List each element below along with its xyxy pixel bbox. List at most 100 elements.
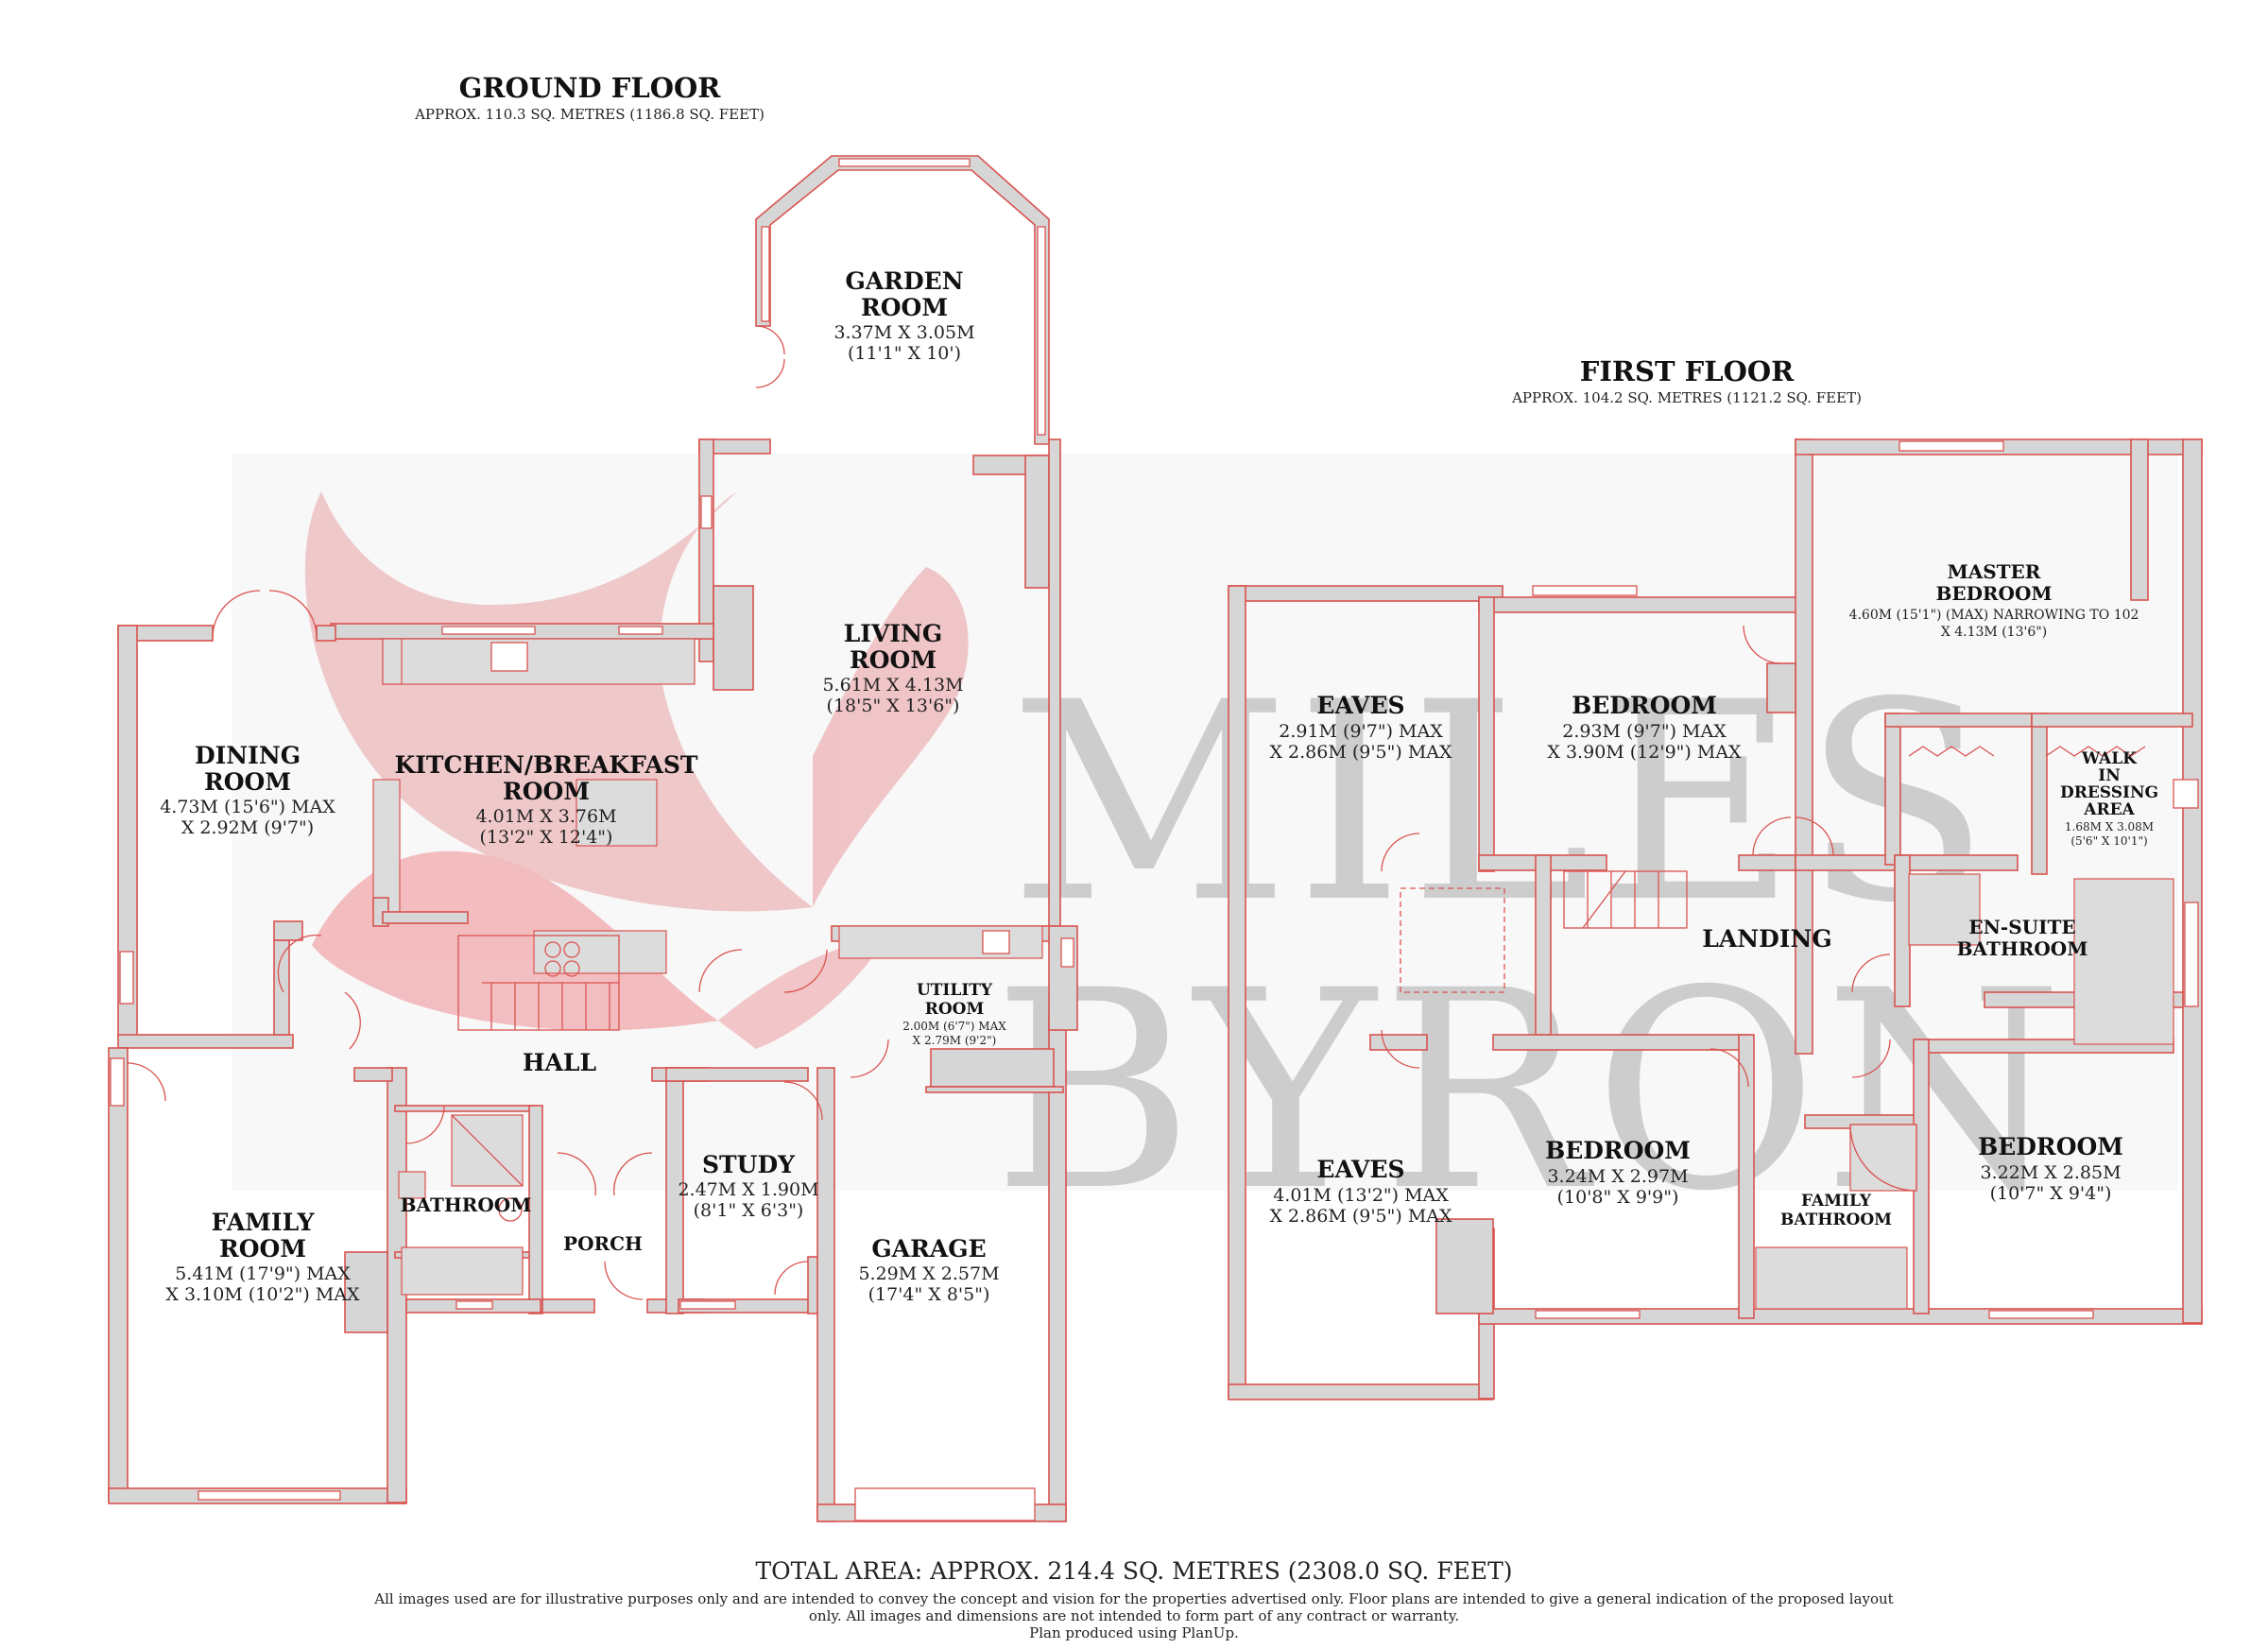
- svg-text:X 4.13M (13'6"): X 4.13M (13'6"): [1941, 625, 2047, 640]
- svg-text:4.01M (13'2") MAX: 4.01M (13'2") MAX: [1273, 1185, 1449, 1206]
- room-porch: PORCH: [563, 1232, 643, 1255]
- room-garden-room: GARDEN ROOM 3.37M X 3.05M (11'1" X 10'): [833, 267, 974, 364]
- room-kitchen: KITCHEN/BREAKFAST ROOM 4.01M X 3.76M (13…: [394, 751, 697, 848]
- svg-text:(5'6" X 10'1"): (5'6" X 10'1"): [2070, 834, 2147, 848]
- svg-text:4.60M (15'1") (MAX) NARROWING: 4.60M (15'1") (MAX) NARROWING TO 102: [1849, 608, 2139, 623]
- svg-text:1.68M X 3.08M: 1.68M X 3.08M: [2065, 820, 2154, 833]
- svg-text:BATHROOM: BATHROOM: [1957, 937, 2088, 960]
- first-floor-title: FIRST FLOOR: [1580, 355, 1795, 387]
- svg-text:ROOM: ROOM: [850, 646, 936, 674]
- svg-text:AREA: AREA: [2083, 800, 2135, 819]
- svg-text:LANDING: LANDING: [1702, 925, 1831, 953]
- svg-text:X 2.79M (9'2"): X 2.79M (9'2"): [913, 1034, 997, 1047]
- svg-text:KITCHEN/BREAKFAST: KITCHEN/BREAKFAST: [394, 751, 697, 779]
- ground-floor-walls: [108, 155, 1078, 1522]
- svg-text:5.29M X 2.57M: 5.29M X 2.57M: [858, 1263, 999, 1284]
- svg-text:BEDROOM: BEDROOM: [1572, 692, 1717, 719]
- first-floor-area: APPROX. 104.2 SQ. METRES (1121.2 SQ. FEE…: [1511, 389, 1862, 406]
- svg-text:(10'7" X 9'4"): (10'7" X 9'4"): [1990, 1183, 2112, 1204]
- room-family-bathroom: FAMILY BATHROOM: [1780, 1192, 1892, 1229]
- room-landing: LANDING: [1702, 925, 1831, 953]
- svg-text:2.93M (9'7") MAX: 2.93M (9'7") MAX: [1562, 721, 1727, 742]
- svg-text:GARAGE: GARAGE: [871, 1235, 986, 1263]
- disclaimer-line-2: only. All images and dimensions are not …: [809, 1607, 1459, 1624]
- room-study: STUDY 2.47M X 1.90M (8'1" X 6'3"): [678, 1151, 818, 1221]
- svg-text:5.41M (17'9") MAX: 5.41M (17'9") MAX: [175, 1263, 351, 1284]
- svg-text:X 2.86M (9'5") MAX: X 2.86M (9'5") MAX: [1269, 742, 1452, 763]
- svg-text:DRESSING: DRESSING: [2060, 783, 2158, 802]
- room-hall: HALL: [523, 1049, 597, 1076]
- svg-text:X 3.10M (10'2") MAX: X 3.10M (10'2") MAX: [165, 1284, 360, 1305]
- svg-text:3.24M X 2.97M: 3.24M X 2.97M: [1547, 1166, 1688, 1187]
- svg-text:EN-SUITE: EN-SUITE: [1968, 916, 2075, 938]
- svg-text:FAMILY: FAMILY: [1801, 1192, 1872, 1211]
- room-family-room: FAMILY ROOM 5.41M (17'9") MAX X 3.10M (1…: [165, 1209, 360, 1305]
- room-eaves-top: EAVES 2.91M (9'7") MAX X 2.86M (9'5") MA…: [1269, 692, 1452, 763]
- svg-text:MASTER: MASTER: [1948, 560, 2041, 583]
- svg-text:IN: IN: [2098, 766, 2121, 785]
- first-floor-walls: [1228, 438, 2203, 1400]
- svg-text:3.22M X 2.85M: 3.22M X 2.85M: [1980, 1162, 2121, 1183]
- svg-text:5.61M X 4.13M: 5.61M X 4.13M: [822, 675, 963, 696]
- svg-text:(17'4" X 8'5"): (17'4" X 8'5"): [868, 1284, 990, 1305]
- room-bathroom: BATHROOM: [401, 1194, 532, 1216]
- svg-text:DINING: DINING: [195, 742, 301, 769]
- room-ensuite: EN-SUITE BATHROOM: [1957, 916, 2088, 960]
- ground-floor-title: GROUND FLOOR: [459, 72, 722, 104]
- svg-text:STUDY: STUDY: [702, 1151, 796, 1178]
- total-area: TOTAL AREA: APPROX. 214.4 SQ. METRES (23…: [755, 1557, 1512, 1585]
- svg-text:UTILITY: UTILITY: [917, 981, 993, 1000]
- room-utility: UTILITY ROOM 2.00M (6'7") MAX X 2.79M (9…: [902, 981, 1006, 1047]
- first-stairs: [1563, 870, 1688, 929]
- room-living-room: LIVING ROOM 5.61M X 4.13M (18'5" X 13'6"…: [822, 620, 963, 716]
- svg-text:PORCH: PORCH: [563, 1232, 643, 1255]
- ground-floor-area: APPROX. 110.3 SQ. METRES (1186.8 SQ. FEE…: [414, 106, 765, 123]
- svg-text:(18'5" X 13'6"): (18'5" X 13'6"): [827, 696, 960, 716]
- room-eaves-bottom: EAVES 4.01M (13'2") MAX X 2.86M (9'5") M…: [1269, 1156, 1452, 1227]
- disclaimer-line-3: Plan produced using PlanUp.: [1029, 1624, 1239, 1641]
- svg-text:ROOM: ROOM: [503, 778, 590, 805]
- svg-text:(10'8" X 9'9"): (10'8" X 9'9"): [1557, 1187, 1679, 1208]
- svg-text:GARDEN: GARDEN: [845, 267, 963, 295]
- svg-text:EAVES: EAVES: [1316, 692, 1404, 719]
- svg-text:EAVES: EAVES: [1316, 1156, 1404, 1183]
- svg-text:4.01M X 3.76M: 4.01M X 3.76M: [475, 806, 616, 827]
- ground-stairs: [457, 935, 620, 1031]
- svg-text:X 3.90M (12'9") MAX: X 3.90M (12'9") MAX: [1547, 742, 1742, 763]
- svg-text:BEDROOM: BEDROOM: [1935, 582, 2052, 605]
- svg-text:BEDROOM: BEDROOM: [1978, 1133, 2123, 1160]
- svg-text:BATHROOM: BATHROOM: [401, 1194, 532, 1216]
- svg-text:ROOM: ROOM: [219, 1235, 306, 1263]
- room-bedroom-top: BEDROOM 2.93M (9'7") MAX X 3.90M (12'9")…: [1547, 692, 1742, 763]
- svg-text:(13'2" X 12'4"): (13'2" X 12'4"): [480, 827, 613, 848]
- room-garage: GARAGE 5.29M X 2.57M (17'4" X 8'5"): [858, 1235, 999, 1305]
- watermark: MILES BYRON: [232, 454, 2178, 1251]
- svg-text:FAMILY: FAMILY: [212, 1209, 316, 1236]
- room-dining-room: DINING ROOM 4.73M (15'6") MAX X 2.92M (9…: [160, 742, 335, 838]
- svg-text:X 2.92M (9'7"): X 2.92M (9'7"): [181, 817, 314, 838]
- svg-text:(11'1" X 10'): (11'1" X 10'): [848, 343, 961, 364]
- svg-text:HALL: HALL: [523, 1049, 597, 1076]
- svg-text:BEDROOM: BEDROOM: [1545, 1137, 1691, 1164]
- svg-text:2.00M (6'7") MAX: 2.00M (6'7") MAX: [902, 1020, 1006, 1033]
- butterfly-logo-icon: [304, 491, 969, 1049]
- svg-text:BATHROOM: BATHROOM: [1780, 1211, 1892, 1229]
- svg-text:2.47M X 1.90M: 2.47M X 1.90M: [678, 1179, 818, 1200]
- svg-text:WALK: WALK: [2081, 749, 2138, 768]
- svg-text:ROOM: ROOM: [204, 768, 291, 796]
- svg-text:4.73M (15'6") MAX: 4.73M (15'6") MAX: [160, 797, 335, 817]
- watermark-line-2: BYRON: [992, 933, 2069, 1251]
- svg-text:2.91M (9'7") MAX: 2.91M (9'7") MAX: [1279, 721, 1443, 742]
- room-walk-in-dressing: WALK IN DRESSING AREA 1.68M X 3.08M (5'6…: [2060, 749, 2158, 848]
- svg-text:(8'1" X 6'3"): (8'1" X 6'3"): [694, 1200, 804, 1221]
- svg-text:LIVING: LIVING: [844, 620, 943, 647]
- room-bedroom-right: BEDROOM 3.22M X 2.85M (10'7" X 9'4"): [1978, 1133, 2123, 1204]
- svg-text:ROOM: ROOM: [925, 1000, 985, 1019]
- svg-text:X 2.86M (9'5") MAX: X 2.86M (9'5") MAX: [1269, 1206, 1452, 1227]
- watermark-line-1: MILES: [1009, 644, 1996, 963]
- room-master-bedroom: MASTER BEDROOM 4.60M (15'1") (MAX) NARRO…: [1849, 560, 2139, 640]
- room-bedroom-mid: BEDROOM 3.24M X 2.97M (10'8" X 9'9"): [1545, 1137, 1691, 1208]
- svg-text:ROOM: ROOM: [861, 294, 948, 321]
- svg-text:3.37M X 3.05M: 3.37M X 3.05M: [833, 322, 974, 343]
